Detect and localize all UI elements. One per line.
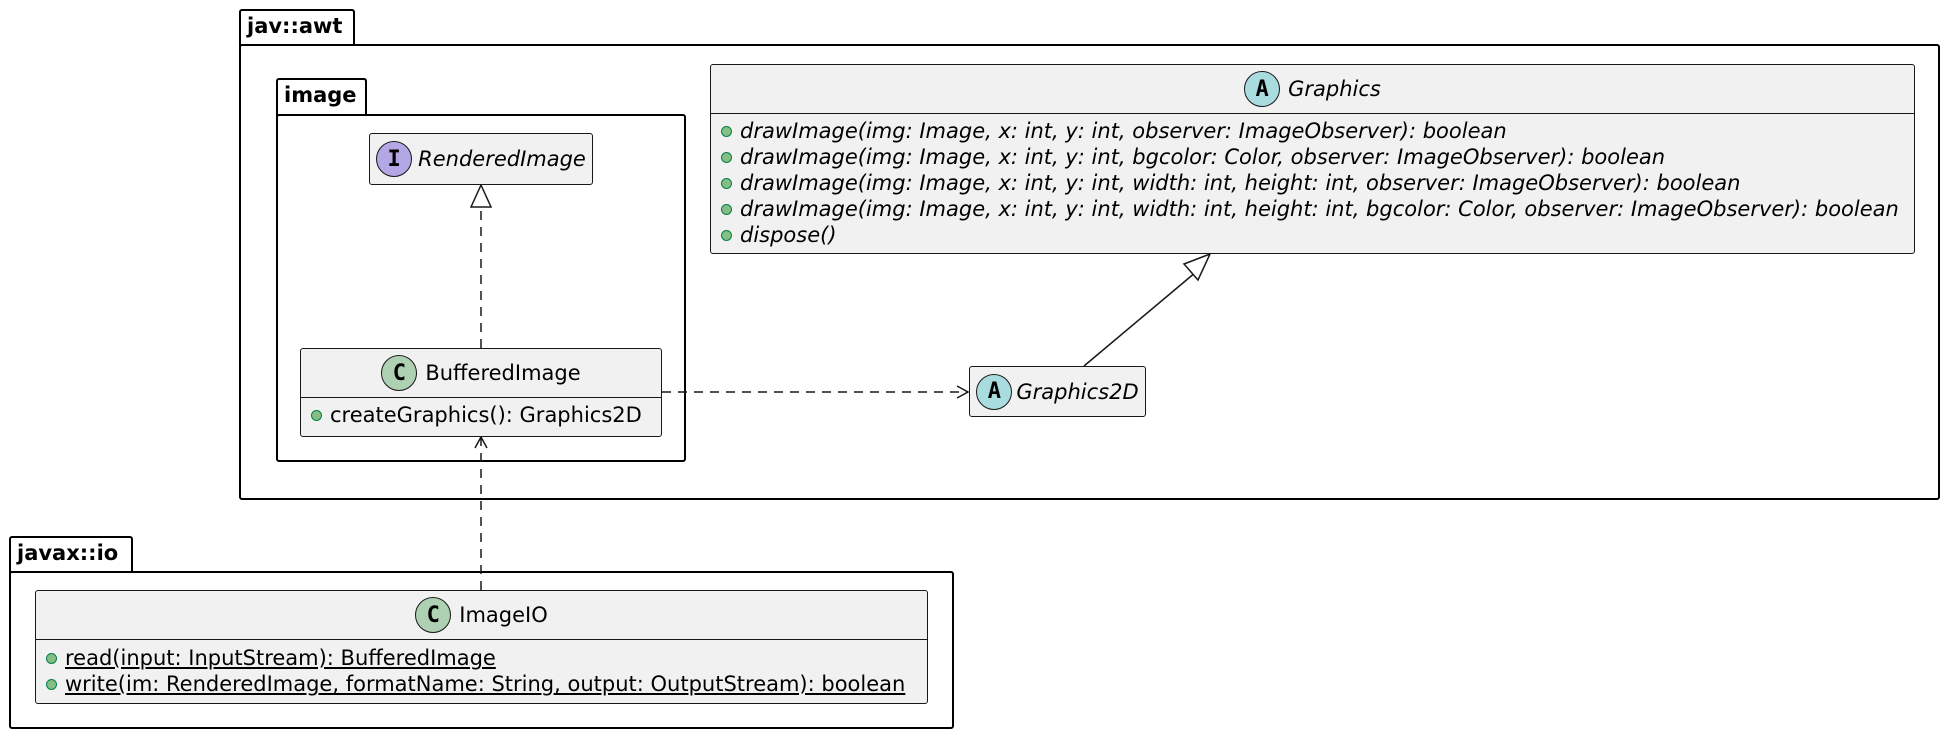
class-graphics2d[interactable]: A Graphics2D bbox=[969, 366, 1146, 417]
package-label-image: image bbox=[284, 83, 357, 107]
public-visibility-icon bbox=[721, 177, 732, 189]
realization-arrowhead bbox=[469, 183, 493, 208]
method: drawImage(img: Image, x: int, y: int, bg… bbox=[721, 144, 1904, 170]
public-visibility-icon bbox=[46, 652, 57, 664]
class-name: Graphics2D bbox=[1016, 379, 1139, 404]
public-visibility-icon bbox=[721, 203, 732, 215]
interface-icon: I bbox=[376, 141, 413, 177]
class-name: ImageIO bbox=[459, 603, 548, 627]
public-visibility-icon bbox=[311, 409, 322, 421]
public-visibility-icon bbox=[721, 125, 732, 137]
class-icon: C bbox=[415, 597, 452, 633]
package-label-javax-io: javax::io bbox=[17, 541, 119, 565]
public-visibility-icon bbox=[46, 678, 57, 690]
generalization-line bbox=[1083, 271, 1197, 367]
static-method: write(im: RenderedImage, formatName: Str… bbox=[46, 671, 917, 697]
method: drawImage(img: Image, x: int, y: int, wi… bbox=[721, 170, 1904, 196]
method: createGraphics(): Graphics2D bbox=[311, 402, 651, 428]
method: drawImage(img: Image, x: int, y: int, ob… bbox=[721, 118, 1904, 144]
package-tab-image: image bbox=[276, 78, 367, 116]
abstract-class-icon: A bbox=[1244, 71, 1281, 107]
class-image-io[interactable]: C ImageIO read(input: InputStream): Buff… bbox=[35, 590, 928, 704]
class-icon: C bbox=[381, 355, 418, 391]
package-label-jav-awt: jav::awt bbox=[247, 14, 343, 38]
package-tab-javax-io: javax::io bbox=[9, 536, 133, 573]
package-jav-awt bbox=[239, 44, 1940, 500]
class-name: BufferedImage bbox=[425, 361, 581, 385]
public-visibility-icon bbox=[721, 151, 732, 163]
public-visibility-icon bbox=[721, 229, 732, 241]
method: drawImage(img: Image, x: int, y: int, wi… bbox=[721, 196, 1904, 222]
class-name: RenderedImage bbox=[418, 147, 586, 171]
class-buffered-image[interactable]: C BufferedImage createGraphics(): Graphi… bbox=[300, 348, 662, 437]
abstract-class-icon: A bbox=[976, 373, 1013, 410]
static-method: read(input: InputStream): BufferedImage bbox=[46, 645, 917, 671]
generalization-arrowhead bbox=[1182, 252, 1212, 282]
class-graphics[interactable]: A Graphics drawImage(img: Image, x: int,… bbox=[710, 64, 1915, 254]
class-name: Graphics bbox=[1288, 77, 1381, 101]
package-tab-jav-awt: jav::awt bbox=[239, 9, 355, 46]
method: dispose() bbox=[721, 222, 1904, 248]
class-rendered-image[interactable]: I RenderedImage bbox=[369, 133, 593, 185]
